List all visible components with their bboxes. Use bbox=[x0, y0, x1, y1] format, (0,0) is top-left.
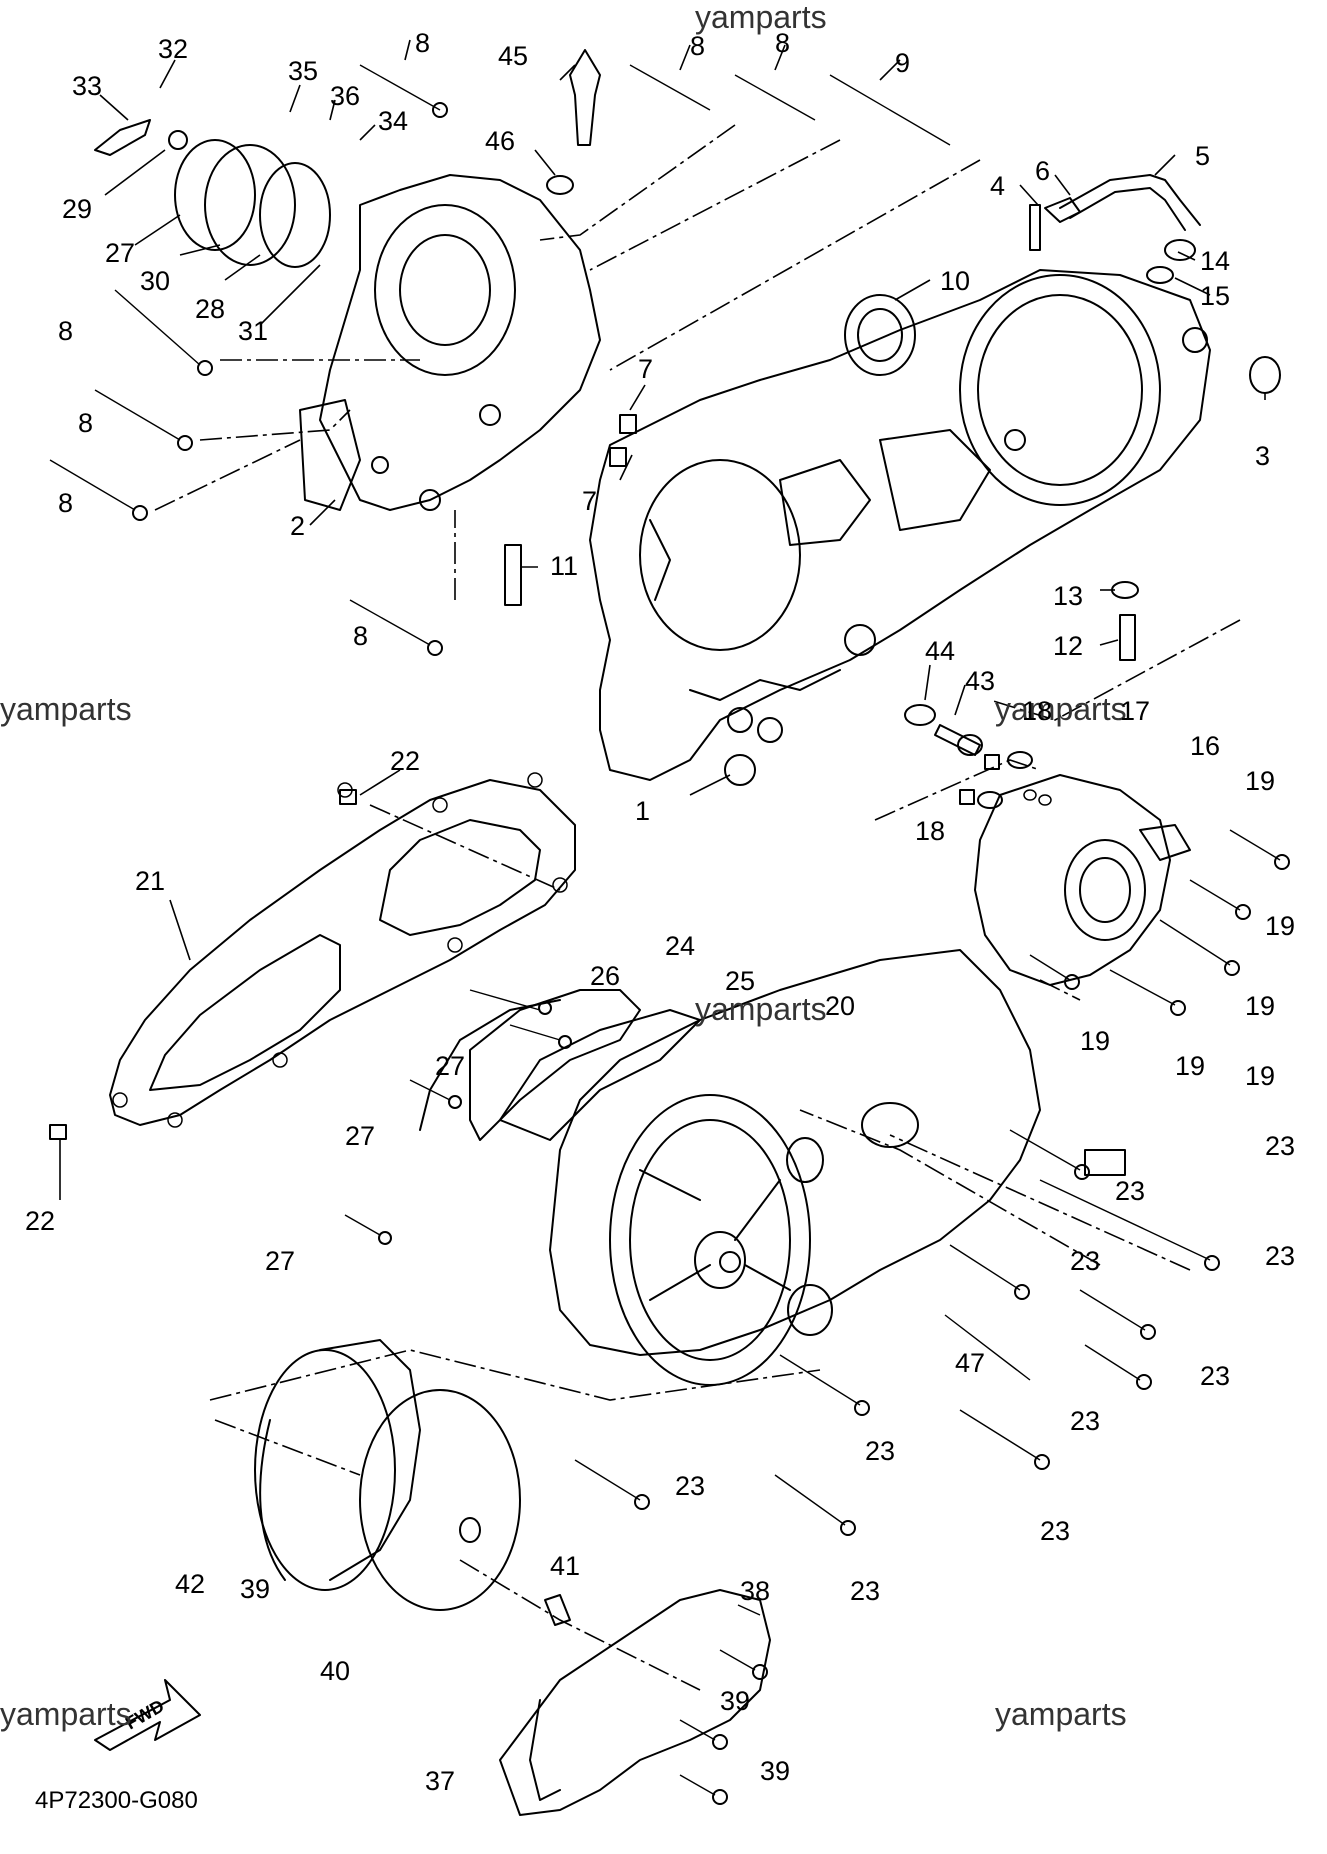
callout-label: 23 bbox=[1265, 1241, 1295, 1271]
callout-label: 1 bbox=[635, 796, 650, 826]
callout-label: 33 bbox=[72, 71, 102, 101]
callout-label: 16 bbox=[1190, 731, 1220, 761]
callout-label: 7 bbox=[638, 354, 653, 384]
callout-label: 28 bbox=[195, 294, 225, 324]
callout-label: 23 bbox=[675, 1471, 705, 1501]
crankcase-right-drawing bbox=[299, 174, 601, 511]
callout-label: 37 bbox=[425, 1766, 455, 1796]
callout-label: 44 bbox=[925, 636, 955, 666]
callout-label: 19 bbox=[1245, 991, 1275, 1021]
callout-label: 15 bbox=[1200, 281, 1230, 311]
callout-label: 25 bbox=[725, 966, 755, 996]
callout-label: 19 bbox=[1245, 1061, 1275, 1091]
side-cover-drawing bbox=[419, 949, 1041, 1386]
watermark: yamparts bbox=[0, 691, 132, 727]
callout-label: 39 bbox=[760, 1756, 790, 1786]
watermark: yamparts bbox=[995, 1696, 1127, 1732]
callout-label: 17 bbox=[1120, 696, 1150, 726]
callout-label: 18 bbox=[1022, 696, 1052, 726]
callout-label: 11 bbox=[550, 551, 578, 581]
callout-label: 35 bbox=[288, 56, 318, 86]
callout-label: 32 bbox=[158, 34, 188, 64]
callout-label: 12 bbox=[1053, 631, 1083, 661]
callout-label: 26 bbox=[590, 961, 620, 991]
callout-label: 24 bbox=[665, 931, 695, 961]
callout-label: 27 bbox=[345, 1121, 375, 1151]
callout-label: 8 bbox=[690, 31, 705, 61]
cover-38-drawing bbox=[499, 1589, 771, 1816]
callout-label: 10 bbox=[940, 266, 970, 296]
callout-label: 27 bbox=[435, 1051, 465, 1081]
callout-label: 22 bbox=[390, 746, 420, 776]
callout-label: 23 bbox=[1040, 1516, 1070, 1546]
bearing-housing-drawing bbox=[974, 751, 1191, 986]
callout-label: 23 bbox=[1115, 1176, 1145, 1206]
callouts: 1 2 3 4 5 6 7 7 8 8 8 8 8 8 8 8 9 10 11 … bbox=[25, 28, 1295, 1796]
assembly-lines bbox=[154, 124, 1241, 1691]
callout-label: 7 bbox=[582, 486, 597, 516]
callout-label: 19 bbox=[1265, 911, 1295, 941]
callout-label: 43 bbox=[965, 666, 995, 696]
callout-label: 23 bbox=[850, 1576, 880, 1606]
callout-label: 4 bbox=[990, 171, 1005, 201]
callout-label: 45 bbox=[498, 41, 528, 71]
callout-label: 22 bbox=[25, 1206, 55, 1236]
callout-label: 2 bbox=[290, 511, 305, 541]
callout-label: 19 bbox=[1080, 1026, 1110, 1056]
callout-label: 38 bbox=[740, 1576, 770, 1606]
callout-label: 8 bbox=[78, 408, 93, 438]
fitting-and-hose-drawing bbox=[546, 49, 1281, 394]
watermarks: yamparts yamparts yamparts yamparts yamp… bbox=[0, 0, 1127, 1732]
callout-label: 36 bbox=[330, 81, 360, 111]
callout-label: 27 bbox=[105, 238, 135, 268]
callout-label: 23 bbox=[1070, 1406, 1100, 1436]
callout-label: 8 bbox=[353, 621, 368, 651]
watermark: yamparts bbox=[695, 991, 827, 1027]
callout-label: 29 bbox=[62, 194, 92, 224]
watermark: yamparts bbox=[695, 0, 827, 35]
callout-label: 19 bbox=[1245, 766, 1275, 796]
callout-label: 30 bbox=[140, 266, 170, 296]
callout-label: 46 bbox=[485, 126, 515, 156]
callout-label: 23 bbox=[865, 1436, 895, 1466]
callout-label: 3 bbox=[1255, 441, 1270, 471]
diagram-code: 4P72300-G080 bbox=[35, 1787, 198, 1814]
callout-label: 14 bbox=[1200, 246, 1230, 276]
callout-label: 23 bbox=[1265, 1131, 1295, 1161]
callout-label: 34 bbox=[378, 106, 408, 136]
callout-label: 8 bbox=[58, 316, 73, 346]
callout-label: 19 bbox=[1175, 1051, 1205, 1081]
callout-label: 21 bbox=[135, 866, 165, 896]
callout-label: 27 bbox=[265, 1246, 295, 1276]
callout-label: 47 bbox=[955, 1348, 985, 1378]
oil-pump-cover-drawing bbox=[94, 119, 331, 268]
air-duct-drawing bbox=[254, 1339, 521, 1611]
callout-label: 42 bbox=[175, 1569, 205, 1599]
callout-label: 8 bbox=[415, 28, 430, 58]
callout-label: 23 bbox=[1070, 1246, 1100, 1276]
gasket-drawing bbox=[109, 772, 576, 1128]
callout-label: 31 bbox=[238, 316, 268, 346]
watermark: yamparts bbox=[995, 691, 1127, 727]
callout-label: 6 bbox=[1035, 156, 1050, 186]
callout-label: 23 bbox=[1200, 1361, 1230, 1391]
callout-label: 13 bbox=[1053, 581, 1083, 611]
callout-label: 9 bbox=[895, 48, 910, 78]
callout-label: 5 bbox=[1195, 141, 1210, 171]
callout-label: 8 bbox=[58, 488, 73, 518]
watermark: yamparts bbox=[0, 1696, 132, 1732]
crankcase-left-drawing bbox=[589, 269, 1211, 786]
callout-label: 39 bbox=[720, 1686, 750, 1716]
leader-lines bbox=[59, 39, 1266, 1200]
callout-label: 40 bbox=[320, 1656, 350, 1686]
callout-label: 20 bbox=[825, 991, 855, 1021]
callout-label: 41 bbox=[550, 1551, 580, 1581]
callout-label: 39 bbox=[240, 1574, 270, 1604]
callout-label: 18 bbox=[915, 816, 945, 846]
callout-label: 8 bbox=[775, 28, 790, 58]
